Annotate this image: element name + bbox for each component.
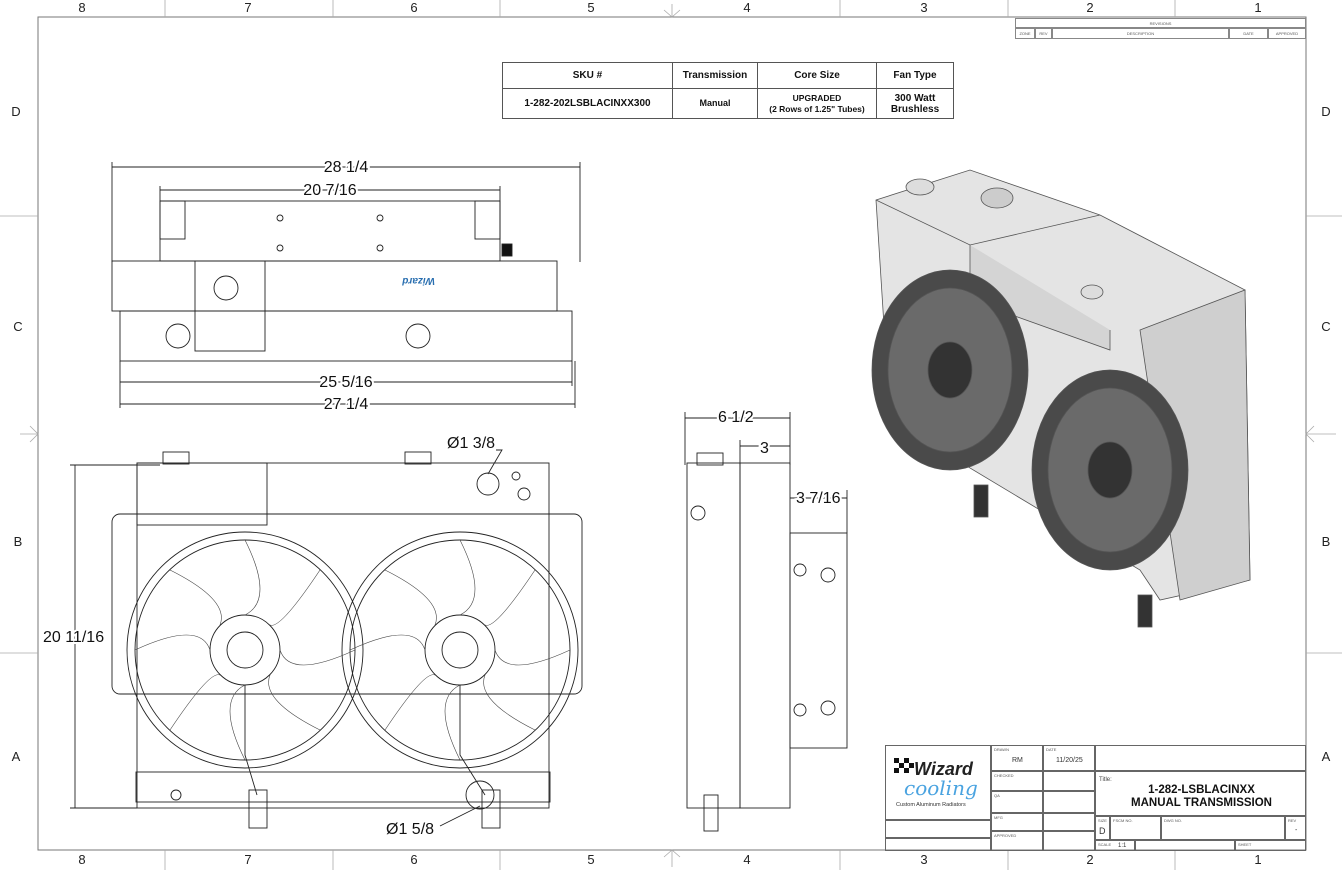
- logo-tagline: Custom Aluminum Radiators: [896, 802, 966, 808]
- size-label: SIZE: [1098, 818, 1107, 823]
- rev-header-rev: REV: [1035, 28, 1052, 39]
- dim-side-depth: 6 1/2: [718, 409, 754, 426]
- mfg-label: MFG: [994, 815, 1003, 820]
- zone-row: B: [14, 534, 23, 549]
- title-label: Title:: [1099, 777, 1112, 783]
- dim-front-height: 20 11/16: [43, 629, 104, 646]
- spec-table: SKU # Transmission Core Size Fan Type 1-…: [502, 62, 954, 119]
- rev-label: REV: [1288, 818, 1297, 823]
- dim-top-overall: 28 1/4: [324, 159, 369, 176]
- spec-core-size: UPGRADED (2 Rows of 1.25" Tubes): [757, 88, 877, 119]
- zone-col: 5: [587, 852, 594, 867]
- zone-col: 2: [1086, 852, 1093, 867]
- approved-label: APPROVED: [994, 833, 1017, 838]
- checked-label: CHECKED: [994, 773, 1014, 778]
- zone-col: 8: [78, 0, 85, 15]
- top-view-logo: Wizard: [401, 275, 435, 286]
- scale-value: 1:1: [1118, 843, 1127, 849]
- front-view: [70, 449, 583, 829]
- revisions-title: REVISIONS: [1015, 18, 1306, 28]
- logo-brand: Wizard: [914, 759, 973, 779]
- zone-col: 2: [1086, 0, 1093, 15]
- zone-row: C: [13, 319, 22, 334]
- zone-col: 4: [743, 0, 750, 15]
- spec-header-sku: SKU #: [502, 62, 673, 89]
- scale-label: SCALE: [1098, 842, 1112, 847]
- zone-col: 1: [1254, 852, 1261, 867]
- zone-col: 8: [78, 852, 85, 867]
- rev-header-zone: ZONE: [1015, 28, 1035, 39]
- revisions-block: REVISIONS ZONE REV DESCRIPTION DATE APPR…: [1015, 18, 1306, 39]
- title-block: Wizard cooling Custom Aluminum Radiators…: [885, 745, 1306, 851]
- date-label: DATE: [1046, 747, 1057, 752]
- zone-row: A: [1322, 749, 1331, 764]
- side-view: [684, 412, 848, 832]
- zone-row: D: [11, 104, 20, 119]
- dim-cap-diameter: Ø1 3/8: [447, 435, 495, 452]
- dim-outlet-diameter: Ø1 5/8: [386, 821, 434, 838]
- dim-top-bottom-inner: 25 5/16: [319, 374, 372, 391]
- dim-top-bottom-overall: 27 1/4: [324, 396, 369, 413]
- date-value: 11/20/25: [1056, 757, 1083, 764]
- spec-header-transmission: Transmission: [672, 62, 758, 89]
- zone-col: 6: [410, 852, 417, 867]
- zone-col: 5: [587, 0, 594, 15]
- drawn-value: RM: [1012, 757, 1023, 764]
- zone-row: D: [1321, 104, 1330, 119]
- zone-col: 7: [244, 852, 251, 867]
- zone-col: 3: [920, 0, 927, 15]
- checkered-flag-icon: [894, 758, 914, 773]
- rev-header-description: DESCRIPTION: [1052, 28, 1229, 39]
- zone-col: 1: [1254, 0, 1261, 15]
- dim-side-core: 3: [760, 440, 769, 457]
- drawn-label: DRAWN: [994, 747, 1009, 752]
- zone-col: 7: [244, 0, 251, 15]
- zone-row: B: [1322, 534, 1331, 549]
- spec-fan-type: 300 Watt Brushless: [876, 88, 954, 119]
- dwg-no-label: DWG NO.: [1164, 818, 1182, 823]
- spec-header-fan-type: Fan Type: [876, 62, 954, 89]
- spec-sku: 1-282-202LSBLACINXX300: [502, 88, 673, 119]
- logo-cell: Wizard cooling Custom Aluminum Radiators: [885, 745, 991, 820]
- rev-header-date: DATE: [1229, 28, 1268, 39]
- logo-sub: cooling: [904, 776, 978, 800]
- rev-value: -: [1295, 827, 1298, 834]
- title-line-2: MANUAL TRANSMISSION: [1131, 797, 1272, 809]
- qa-label: QA: [994, 793, 1000, 798]
- fscm-label: FSCM NO.: [1113, 818, 1133, 823]
- spec-header-core-size: Core Size: [757, 62, 877, 89]
- top-view: [111, 162, 581, 408]
- zone-col: 6: [410, 0, 417, 15]
- zone-col: 3: [920, 852, 927, 867]
- rev-header-approved: APPROVED: [1268, 28, 1306, 39]
- zone-row: A: [12, 749, 21, 764]
- zone-row: C: [1321, 319, 1330, 334]
- dim-top-inner: 20 7/16: [303, 182, 356, 199]
- dim-side-fan: 3 7/16: [796, 490, 841, 507]
- size-value: D: [1099, 826, 1106, 836]
- title-line-1: 1-282-LSBLACINXX: [1148, 784, 1255, 796]
- spec-transmission: Manual: [672, 88, 758, 119]
- sheet-label: SHEET: [1238, 842, 1252, 847]
- isometric-view: [871, 169, 1251, 628]
- zone-col: 4: [743, 852, 750, 867]
- zone-labels: 8 7 6 5 4 3 2 1 8 7 6 5 4 3 2 1 D C B A …: [11, 0, 1330, 867]
